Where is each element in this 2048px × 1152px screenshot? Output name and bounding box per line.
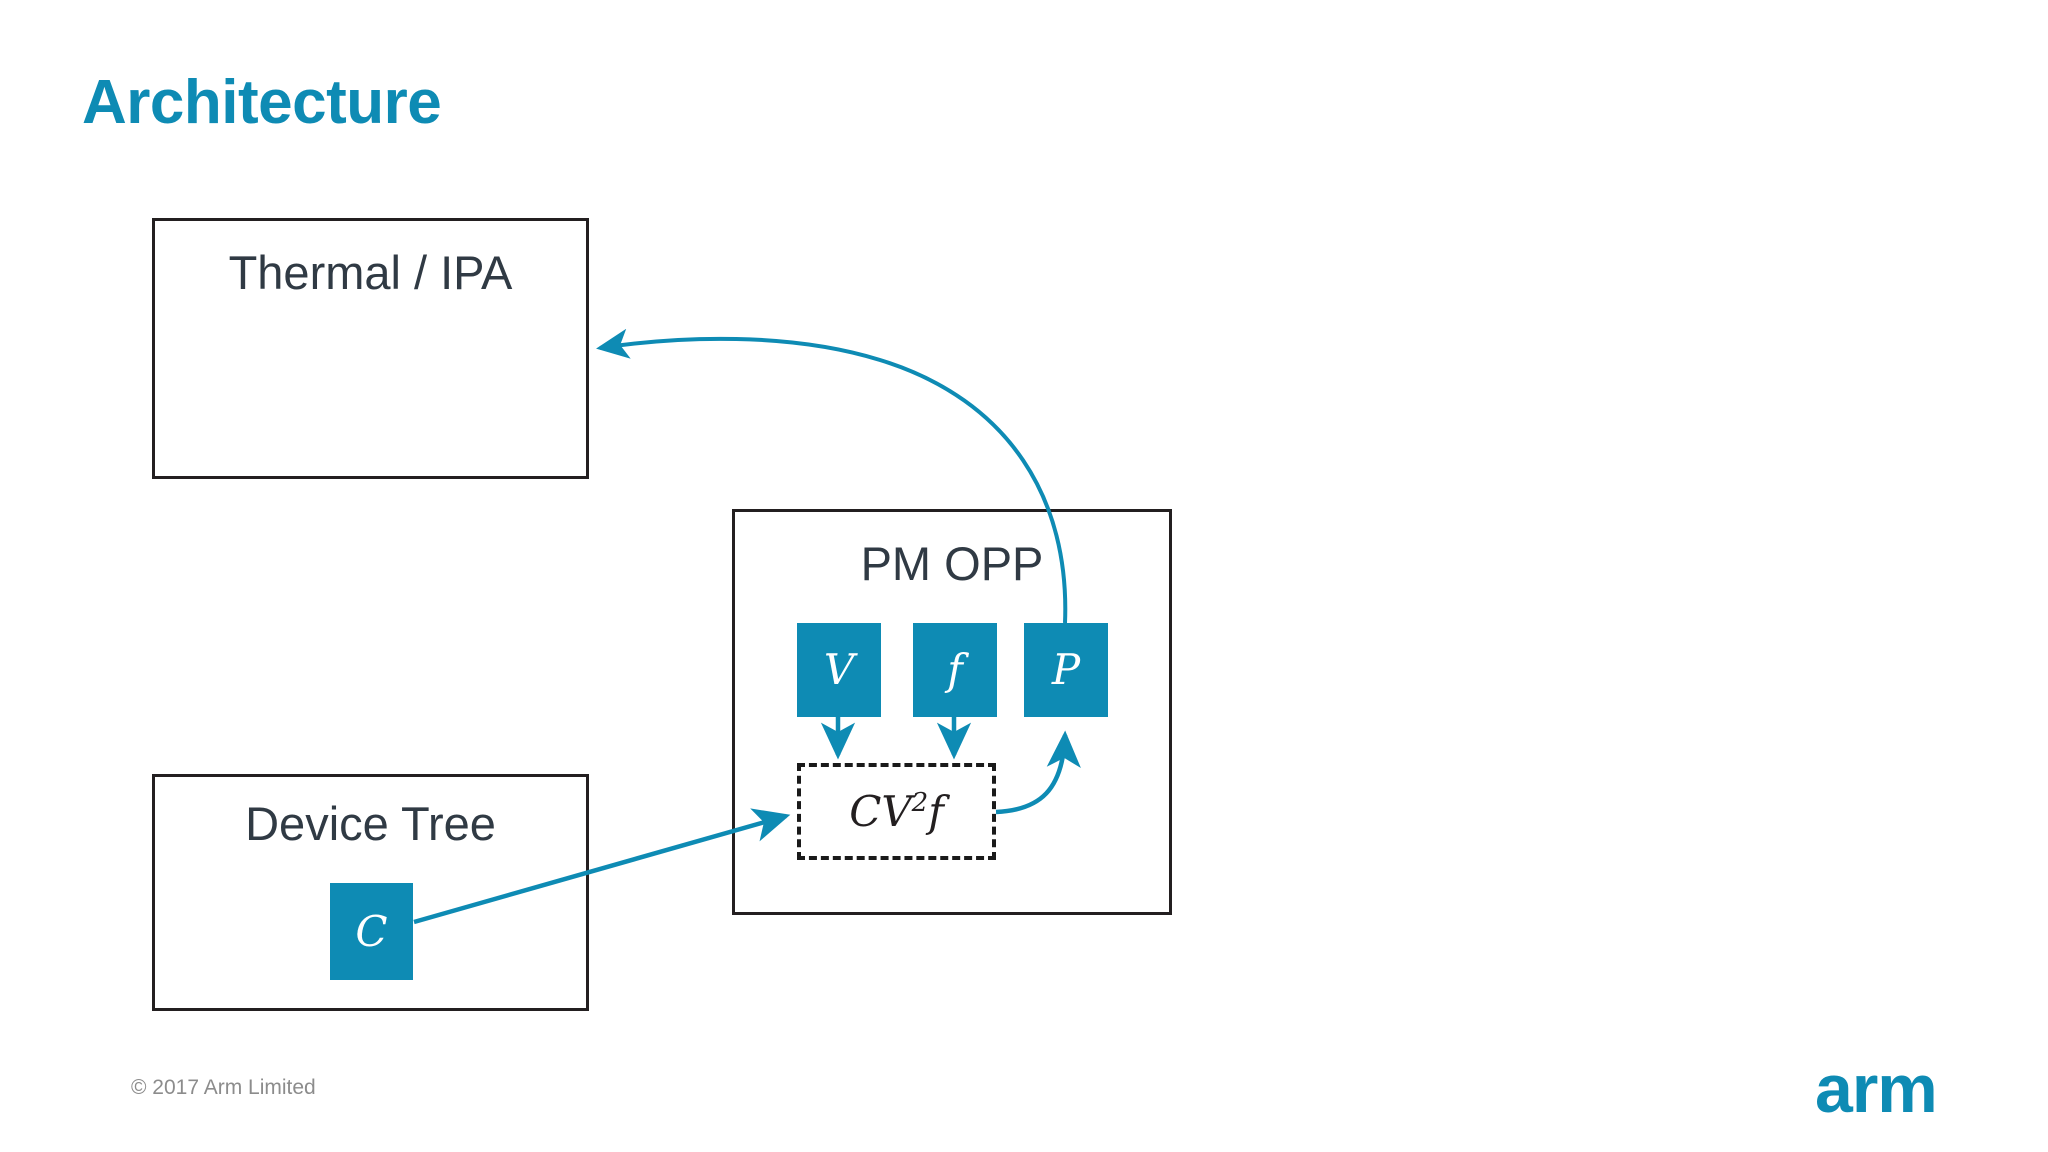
pm-opp-label: PM OPP [860,537,1044,590]
power-tile-label: P [1051,645,1081,694]
voltage-tile: V [797,623,881,717]
power-formula-text: CV2f [849,790,944,833]
formula-exponent: 2 [911,788,929,818]
frequency-tile-label: f [947,645,963,694]
formula-base: CV [849,787,912,836]
formula-tail: f [928,787,944,836]
capacitance-tile-label: C [355,906,388,956]
arm-logo: arm [1815,1051,1938,1127]
voltage-tile-label: V [823,645,855,694]
thermal-ipa-label: Thermal / IPA [228,246,513,299]
frequency-tile: f [913,623,997,717]
thermal-ipa-box: Thermal / IPA [152,218,589,479]
capacitance-tile: C [330,883,413,980]
copyright-text: © 2017 Arm Limited [131,1076,316,1099]
power-formula-box: CV2f [797,763,996,860]
power-tile: P [1024,623,1108,717]
device-tree-label: Device Tree [245,797,496,850]
page-title: Architecture [82,68,442,137]
